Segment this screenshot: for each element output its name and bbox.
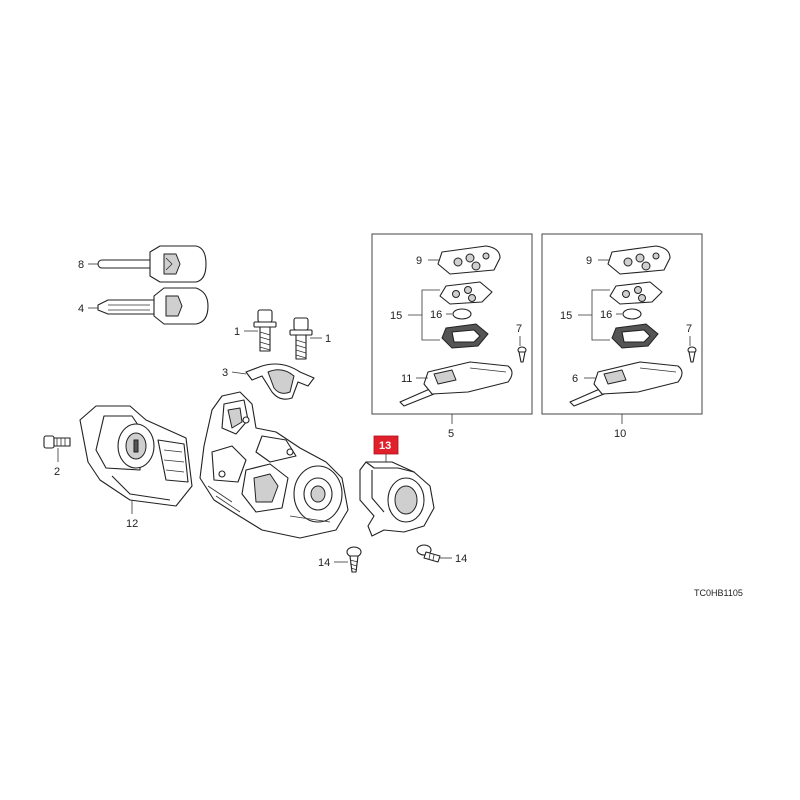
callout-bolt-2: 2	[54, 466, 60, 478]
callout-kit5-15: 15	[390, 310, 402, 322]
callout-kit-5: 5	[448, 428, 454, 440]
lead-clamp-3	[231, 371, 247, 375]
callout-key-4: 4	[78, 303, 84, 315]
kit5-board	[441, 323, 489, 349]
callout-screw-14-left: 14	[318, 557, 330, 569]
screw-14-left	[346, 546, 362, 573]
callout-kit10-15: 15	[560, 310, 572, 322]
kit5-screw-7	[517, 346, 527, 363]
diagram-code: TC0HB1105	[694, 588, 743, 598]
bolt-1-right	[289, 317, 313, 360]
clamp-3	[245, 363, 315, 400]
kit10-battery-16	[622, 308, 642, 320]
kit5-cover-9	[437, 245, 501, 275]
callout-key-8: 8	[78, 259, 84, 271]
kit10-key-6	[569, 361, 683, 407]
callout-kit5-16: 16	[430, 309, 442, 321]
callout-bolt-1-right: 1	[325, 333, 331, 345]
steering-lock-assembly	[199, 391, 349, 539]
key-cylinder-12	[79, 405, 193, 507]
callout-kit10-6: 6	[572, 373, 578, 385]
screw-14-right	[416, 544, 441, 563]
bracket-kit5-15	[408, 289, 440, 341]
callout-clamp-3: 3	[222, 367, 228, 379]
kit10-board	[611, 323, 659, 349]
callout-13: 13	[379, 440, 391, 452]
kit5-pad	[439, 281, 493, 305]
kit5-battery-16	[452, 308, 472, 320]
callout-kit10-9: 9	[586, 255, 592, 267]
kit10-screw-7	[687, 346, 697, 363]
callout-kit10-7: 7	[686, 323, 692, 335]
bolt-2	[43, 435, 71, 449]
key-4	[97, 287, 209, 325]
callout-kit5-9: 9	[416, 255, 422, 267]
callout-kit5-11: 11	[401, 373, 412, 385]
callout-screw-14-right: 14	[455, 553, 467, 565]
key-8	[97, 245, 207, 283]
callout-cylinder-12: 12	[126, 518, 138, 530]
kit10-cover-9	[607, 245, 671, 275]
bolt-1-left	[253, 309, 277, 352]
callout-kit10-16: 16	[600, 309, 612, 321]
kit10-pad	[609, 281, 663, 305]
callout-kit-10: 10	[614, 428, 626, 440]
kit5-key-11	[399, 361, 513, 407]
ignition-ring-13	[359, 461, 435, 537]
callout-bolt-1-left: 1	[234, 326, 240, 338]
callout-kit5-7: 7	[516, 323, 522, 335]
bracket-kit10-15	[578, 289, 610, 341]
